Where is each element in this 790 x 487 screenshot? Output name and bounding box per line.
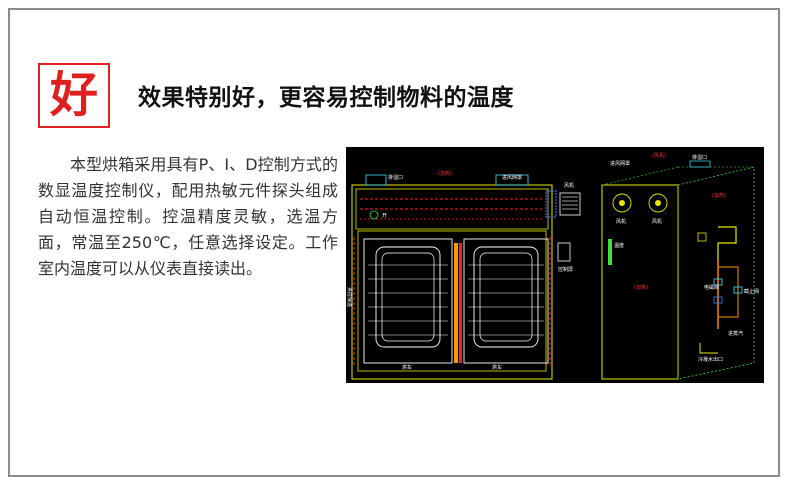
label-side: 夹层保温 [346,287,353,307]
top-inlet-filter [495,174,529,186]
label-water-out: 冷凝水出口 [698,356,723,363]
label-top-right-motor: (风机) [652,152,666,159]
description-paragraph: 本型烘箱采用具有P、I、D控制方式的数显温度控制仪，配用热敏元件探头组成自动恒温… [38,155,338,278]
label-thermo: 温度 [614,242,624,249]
steam-bypass [718,266,739,318]
label-cart-left: 烘车 [402,364,412,371]
label-fan-right: 风机 [652,218,662,225]
fan-intake [545,190,557,218]
valve-icon-2 [733,286,743,294]
page-title: 效果特别好，更容易控制物料的温度 [138,85,514,111]
cart-right [463,238,549,364]
valve-icon-1 [713,278,723,286]
fan-icon-left [612,193,632,213]
condensate-pipe [699,343,718,354]
highlight-badge: 好 [38,63,110,128]
oven-chamber [357,230,547,372]
label-top-right-inlet: 进风网罩 [610,160,630,167]
schematic-svg: 排湿口 (加热) 进风网罩 风机 开 烘车 [346,152,759,380]
cart-left [363,238,453,364]
fan-icon-right [648,193,668,213]
label-fan-side: 风机 [564,182,574,189]
steam-pipe-upper [717,226,737,259]
thermo-sensor [608,239,612,265]
cart-left-tray-frame [375,246,441,348]
middle-heater-b [459,243,462,363]
top-exhaust-vent [365,174,387,186]
switch-icon [369,210,379,220]
label-valve1: 电磁阀 [704,284,719,291]
middle-heater-a [454,243,458,363]
label-switch: 开 [382,213,387,219]
label-valve2: 截止阀 [744,288,759,295]
side-view-front [601,184,679,380]
label-cart-right: 烘车 [492,364,502,371]
oven-top-duct [355,188,549,230]
oven-outer-shell [351,184,553,380]
label-middle-heat: (加热) [634,284,648,291]
fan-housing [559,192,581,216]
control-box [557,242,571,262]
label-control-box: 控制屏 [558,266,573,273]
label-top-right-exhaust: 排湿口 [692,154,707,161]
label-right-heat: (加热) [712,192,726,199]
label-inlet-filter: 进风网罩 [502,174,522,181]
oven-schematic-diagram: 排湿口 (加热) 进风网罩 风机 开 烘车 [346,147,764,383]
valve-icon-3 [713,296,723,304]
label-top-exhaust: 排湿口 [388,174,403,181]
label-fan-left: 风机 [616,218,626,225]
label-steam-in: 进蒸汽 [728,330,743,337]
side-view-depth [677,166,755,380]
label-top-heat: (加热) [438,170,452,177]
cart-right-tray-frame [473,246,539,348]
